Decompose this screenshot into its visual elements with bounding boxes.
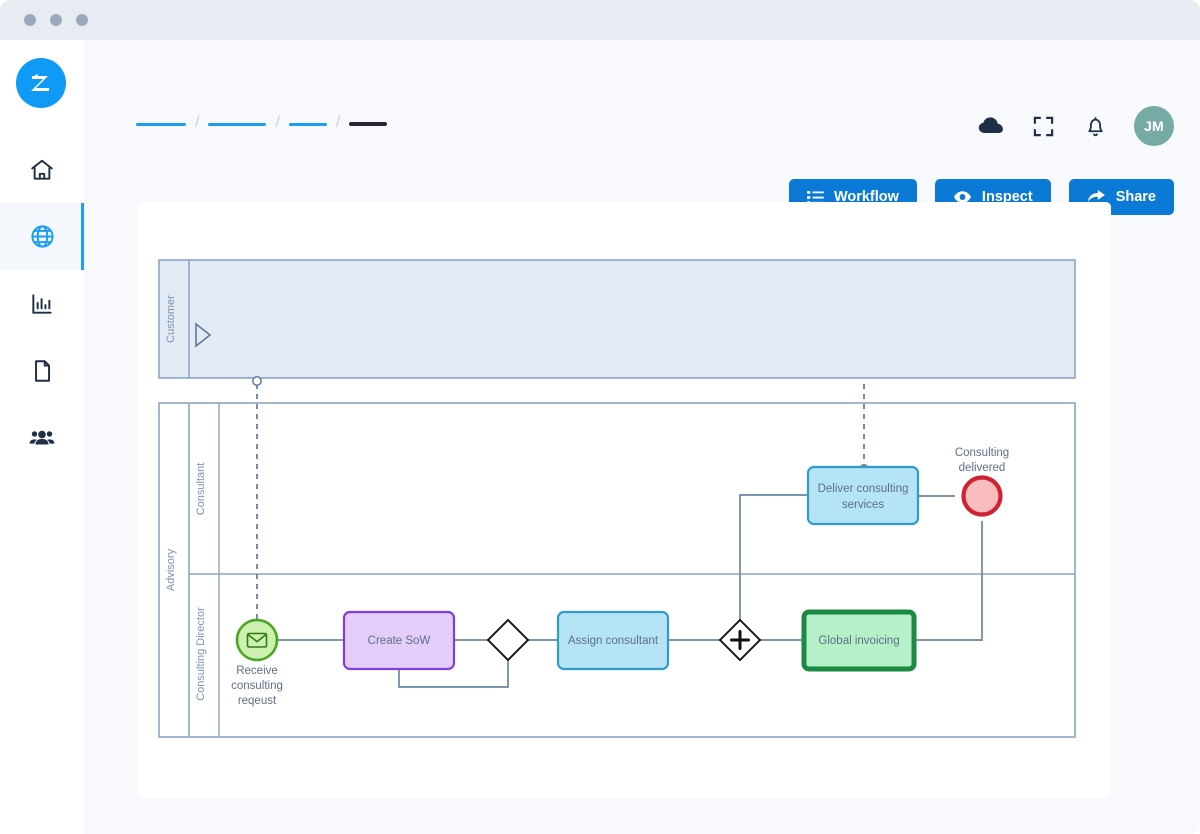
logo-z-icon (31, 74, 49, 91)
node-global-invoicing[interactable]: Global invoicing (801, 609, 917, 672)
breadcrumb-item-1[interactable] (136, 122, 186, 126)
bar-chart-icon (32, 293, 52, 314)
main-area: / / / (84, 40, 1200, 834)
message-flow-customer-to-receive[interactable] (252, 376, 262, 629)
node-receive-label-line1: Receive (236, 665, 278, 677)
home-icon (31, 159, 53, 180)
node-end-label-line2: delivered (959, 462, 1006, 474)
window-maximize-dot[interactable] (76, 14, 88, 26)
pool-customer-expand-marker[interactable] (195, 322, 212, 348)
sequence-flows (278, 494, 983, 688)
pool-advisory[interactable]: Advisory Consultant Consulting Director (158, 402, 1076, 738)
header-icon-group: JM (978, 106, 1174, 146)
window-controls (24, 14, 88, 26)
bell-icon (1087, 116, 1103, 136)
lane-consultant-label: Consultant (195, 463, 207, 516)
node-global-invoicing-label: Global invoicing (818, 635, 899, 647)
pool-customer-label: Customer (165, 295, 177, 343)
notifications-button[interactable] (1082, 113, 1108, 139)
breadcrumb-separator: / (335, 114, 341, 131)
node-assign-consultant[interactable]: Assign consultant (556, 610, 670, 671)
cloud-status-button[interactable] (978, 113, 1004, 139)
node-deliver-label-line1: Deliver consulting (818, 483, 909, 495)
breadcrumb-item-3[interactable] (288, 122, 327, 126)
node-receive-label-line2: consulting (231, 680, 283, 692)
breadcrumb-item-current (349, 122, 388, 126)
users-icon (29, 430, 55, 444)
sidebar-nav (0, 136, 84, 471)
node-end-label-line1: Consulting (955, 447, 1009, 459)
node-create-sow[interactable]: Create SoW (342, 610, 456, 671)
sidebar-item-home[interactable] (0, 136, 84, 203)
globe-icon (30, 225, 54, 248)
message-envelope-icon (246, 632, 268, 648)
flow-gateway-loopback[interactable] (398, 660, 509, 688)
diagram-canvas[interactable]: Customer Advisory Consultant Consulting … (137, 202, 1111, 798)
document-icon (35, 359, 51, 382)
fullscreen-button[interactable] (1030, 113, 1056, 139)
node-assign-consultant-label: Assign consultant (568, 635, 659, 647)
breadcrumb-separator: / (195, 114, 200, 131)
plus-icon (730, 630, 750, 650)
node-receive-label-line3: reqeust (238, 695, 277, 707)
pool-advisory-label: Advisory (165, 548, 177, 591)
node-parallel-gateway[interactable] (718, 618, 762, 662)
lane-consulting-director-label: Consulting Director (195, 607, 207, 701)
app-logo[interactable] (16, 58, 66, 108)
node-deliver-consulting-services[interactable]: Deliver consulting services (806, 465, 920, 526)
node-consulting-delivered[interactable]: Consulting delivered (955, 447, 1009, 517)
window-minimize-dot[interactable] (50, 14, 62, 26)
flow-invoicing-to-end[interactable] (914, 521, 983, 641)
window-titlebar (0, 0, 1200, 40)
pool-customer[interactable]: Customer (158, 259, 1076, 379)
breadcrumb[interactable]: / / / (136, 114, 388, 132)
share-arrow-icon (1087, 190, 1105, 202)
cloud-icon (978, 117, 1003, 133)
node-deliver-label-line2: services (842, 499, 884, 511)
node-create-sow-label: Create SoW (368, 635, 431, 647)
eye-icon (953, 191, 971, 203)
fullscreen-icon (1033, 116, 1053, 136)
flow-parallel-to-deliver[interactable] (739, 494, 808, 620)
bpmn-diagram: Customer Advisory Consultant Consulting … (158, 259, 1076, 738)
user-avatar[interactable]: JM (1134, 106, 1174, 146)
sidebar-item-people[interactable] (0, 404, 84, 471)
sidebar-item-documents[interactable] (0, 337, 84, 404)
sidebar (0, 40, 84, 834)
node-receive-consulting-request[interactable]: Receive consulting reqeust (231, 618, 283, 707)
share-button-label: Share (1115, 189, 1156, 205)
inspect-button-label: Inspect (981, 189, 1033, 205)
workflow-button-label: Workflow (833, 189, 899, 205)
sidebar-item-processes[interactable] (0, 203, 84, 270)
breadcrumb-item-2[interactable] (208, 122, 267, 126)
node-exclusive-gateway[interactable] (486, 618, 530, 662)
sidebar-item-analytics[interactable] (0, 270, 84, 337)
window-close-dot[interactable] (24, 14, 36, 26)
breadcrumb-separator: / (275, 114, 280, 131)
